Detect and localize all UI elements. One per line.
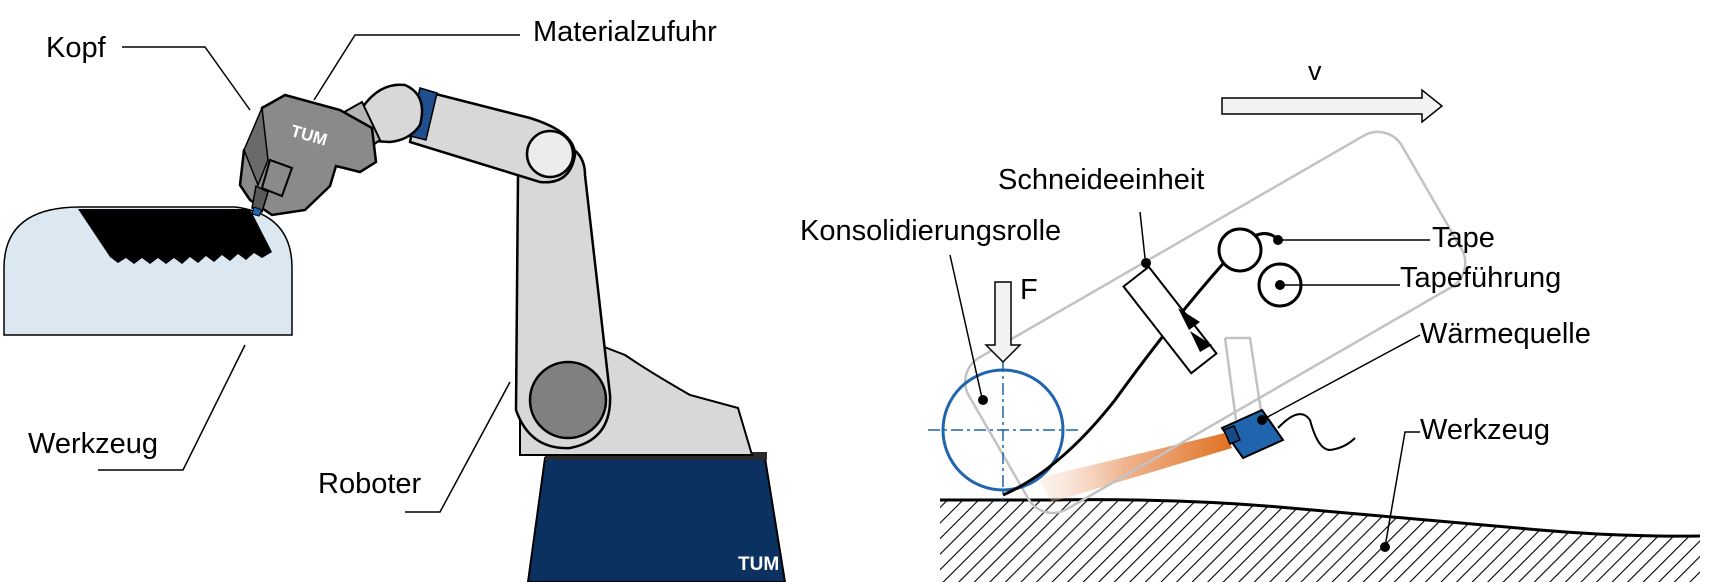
- label-tapefuehrung: Tapeführung: [1400, 262, 1562, 294]
- leader-dot-werkzeug-right: [1380, 542, 1390, 552]
- robot-elbow-joint: [525, 129, 575, 179]
- label-tape: Tape: [1432, 222, 1495, 254]
- afp-head-tip: [251, 206, 263, 217]
- label-velocity: v: [1308, 56, 1322, 86]
- tape-roller: [1217, 227, 1263, 273]
- label-kopf: Kopf: [46, 32, 106, 64]
- robot-base-joint: [528, 360, 608, 440]
- leader-dot-tapefuehrung: [1275, 280, 1285, 290]
- force-arrow: [984, 281, 1022, 364]
- leader-werkzeug-right: [1384, 431, 1420, 548]
- velocity-arrow: [1221, 88, 1444, 124]
- heat-bracket-inner: [1223, 337, 1238, 421]
- label-werkzeug-left: Werkzeug: [28, 428, 159, 460]
- leader-konsolidierungsrolle: [949, 254, 983, 399]
- label-konsolidierungsrolle: Konsolidierungsrolle: [800, 215, 1062, 247]
- tool-surface-hatched: [940, 499, 1700, 582]
- leader-dot-waermequelle: [1257, 415, 1267, 425]
- label-waermequelle: Wärmequelle: [1420, 318, 1591, 350]
- afp-process-schematic: [928, 88, 1701, 582]
- base-logo-text: TUM: [738, 554, 779, 575]
- label-roboter: Roboter: [318, 468, 422, 500]
- leader-dot-schneideeinheit: [1141, 258, 1151, 268]
- cutting-blades: [1178, 308, 1212, 352]
- leader-schneideeinheit: [1139, 211, 1146, 259]
- leader-kopf: [122, 46, 251, 111]
- heat-bracket: [1225, 336, 1264, 419]
- label-werkzeug-right: Werkzeug: [1420, 414, 1551, 446]
- label-materialzufuhr: Materialzufuhr: [533, 16, 717, 48]
- heat-source: [1220, 408, 1285, 460]
- cutting-unit: [1122, 265, 1218, 375]
- tool-surface-line: [940, 498, 1701, 538]
- heat-cone: [1038, 433, 1232, 502]
- heat-source-cable: [1277, 413, 1356, 452]
- label-schneideeinheit: Schneideeinheit: [998, 164, 1205, 196]
- leader-waermequelle: [1261, 334, 1421, 421]
- leader-dot-konsolidierungsrolle: [978, 395, 988, 405]
- heat-source-lens: [1223, 425, 1241, 445]
- afp-head-side: [243, 105, 269, 188]
- afp-head-nozzle: [251, 184, 269, 214]
- leader-werkzeug-left: [98, 344, 246, 471]
- afp-head-slot: [260, 158, 294, 198]
- leader-dot-tape: [1273, 235, 1283, 245]
- label-force: F: [1020, 274, 1038, 306]
- laminate-part: [78, 209, 272, 264]
- robot-system: TUM TUM: [3, 34, 787, 582]
- leader-materialzufuhr: [313, 34, 520, 101]
- leader-roboter: [405, 381, 511, 513]
